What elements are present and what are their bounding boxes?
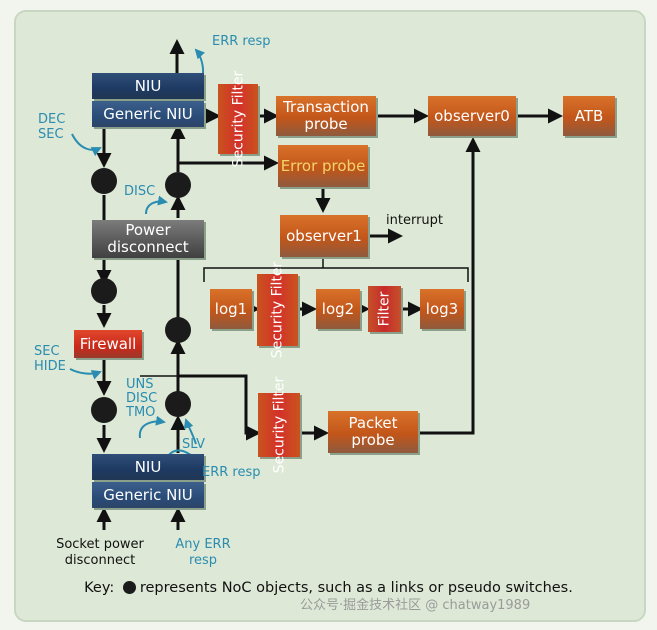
wire-packet-probe-to-observer0 (418, 137, 481, 435)
label-slv: SLV (182, 437, 205, 452)
teal-sec-hide (69, 368, 102, 380)
noc-node-5 (91, 397, 117, 423)
teal-uns-disc-tmo (138, 415, 166, 439)
key-text: represents NoC objects, such as a links … (139, 580, 573, 596)
noc-node-1 (91, 168, 117, 194)
noc-node-4 (165, 317, 191, 343)
wire-tap-to-security-filter-bottom (178, 374, 261, 441)
label-dec-sec: DEC SEC (38, 112, 66, 142)
bracket-log-group (203, 267, 469, 282)
observer1: observer1 (280, 215, 368, 257)
niu-bottom: NIU (92, 454, 204, 480)
label-any-err-resp: Any ERR resp (175, 537, 231, 568)
firewall: Firewall (74, 330, 142, 358)
security-filter-top: Security Filter (218, 71, 258, 167)
noc-node-2 (165, 172, 191, 198)
label-err-resp-bottom: ERR resp (202, 465, 261, 480)
error-probe: Error probe (278, 145, 368, 187)
packet-probe: Packet probe (328, 411, 418, 453)
power-disconnect: Power disconnect (92, 220, 204, 258)
label-uns-disc-tmo: UNS DISC TMO (126, 377, 158, 420)
security-filter-middle: Security Filter (257, 262, 298, 358)
transaction-probe: Transaction probe (276, 96, 376, 136)
log2: log2 (316, 289, 360, 329)
label-sec-hide: SEC HIDE (34, 344, 66, 374)
log1: log1 (210, 289, 252, 329)
noc-node-6 (165, 391, 191, 417)
teal-disc (145, 195, 168, 215)
generic-niu-top: Generic NIU (92, 101, 204, 127)
label-socket-power-disconnect: Socket power disconnect (56, 537, 144, 568)
atb: ATB (563, 96, 615, 136)
label-interrupt: interrupt (386, 213, 443, 228)
key-prefix: Key: (84, 580, 115, 596)
security-filter-bottom: Security Filter (258, 377, 300, 473)
observer0: observer0 (428, 96, 516, 136)
teal-dec-sec (71, 133, 102, 157)
log3: log3 (420, 289, 464, 329)
label-disc: DISC (124, 184, 156, 199)
label-err-resp-top: ERR resp (212, 34, 271, 49)
teal-slv (183, 418, 197, 445)
key-legend: Key: represents NoC objects, such as a l… (0, 580, 657, 596)
noc-node-3 (91, 278, 117, 304)
niu-top: NIU (92, 73, 204, 99)
generic-niu-bottom: Generic NIU (92, 482, 204, 508)
noc-object-dot-icon (122, 581, 136, 594)
filter-middle: Filter (368, 286, 401, 332)
watermark: 公众号·掘金技术社区 @ chatway1989 (300, 598, 531, 613)
